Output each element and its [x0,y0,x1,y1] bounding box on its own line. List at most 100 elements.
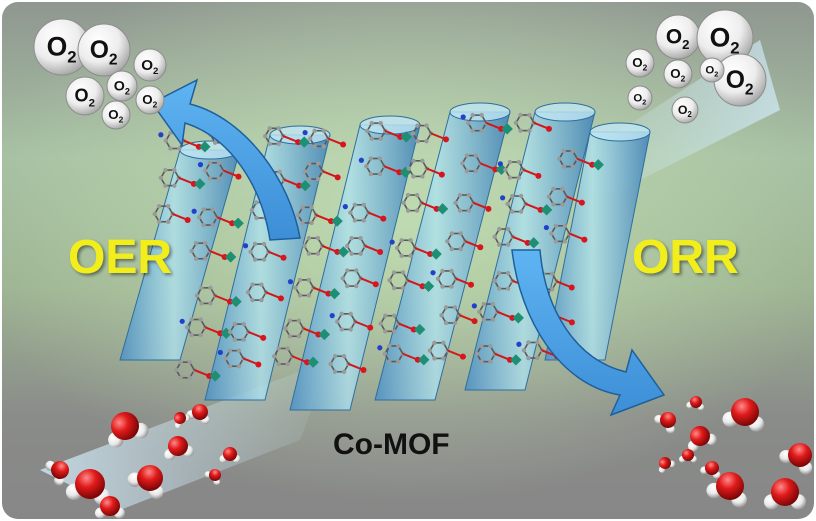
oxygen-atom [524,239,531,246]
carbon-atom [248,249,253,254]
co-mof-label: Co-MOF [333,428,450,461]
carbon-atom [208,285,213,291]
o2-bubble: O2 [713,53,767,107]
linker-unit [365,120,412,143]
carbon-atom [441,356,446,361]
carbon-atom [207,176,213,181]
carbon-atom [315,161,321,166]
water-molecule [679,449,697,463]
nitrogen-atom [329,313,335,319]
oxygen-atom [184,216,191,223]
oxygen-atom [492,166,499,173]
carbon-atom [312,128,317,133]
carbon-atom [432,356,437,361]
carbon-atom [452,305,458,310]
o2-bubble: O2 [77,23,131,77]
carbon-atom [365,128,370,134]
oxygen-atom [589,161,596,168]
carbon-atom [267,126,272,131]
carbon-atom [306,277,312,283]
oxygen-atom [174,412,186,424]
water-molecule [706,472,747,508]
carbon-atom [443,320,449,326]
o2-subscript: 2 [681,74,686,84]
linker-unit [328,353,367,374]
carbon-atom [377,171,383,177]
linker-unit [302,161,341,182]
carbon-atom [302,243,307,249]
carbon-atom [561,148,566,154]
carbon-atom [216,160,222,166]
water-molecule [687,426,717,452]
carbon-atom [354,268,359,273]
carbon-atom [189,332,194,338]
carbon-atom [187,359,192,365]
linker-unit [174,359,221,382]
carbon-atom [518,128,523,133]
carbon-atom [518,112,523,118]
carbon-atom [505,270,511,276]
carbon-atom [172,183,177,188]
carbon-atom [341,369,347,374]
carbon-atom [198,332,203,338]
carbon-atom [387,278,392,283]
oxygen-atom [51,461,69,479]
water-molecule [108,412,149,448]
cobalt-node [422,280,435,292]
carbon-atom [466,120,471,126]
carbon-atom [309,205,314,210]
linker-unit [245,282,284,303]
linker-unit [474,343,522,366]
carbon-atom [168,130,173,136]
carbon-atom [349,251,354,256]
carbon-atom [387,359,392,364]
oxygen-atom [190,180,197,187]
oxygen-atom [255,361,262,368]
carbon-atom [306,161,312,166]
carbon-atom [245,290,251,295]
oxygen-atom [535,172,542,179]
carbon-atom [415,138,420,144]
oxygen-atom [568,284,575,291]
water-molecule [654,412,676,434]
oxygen-atom [334,174,341,181]
carbon-atom [276,126,281,131]
carbon-atom [315,176,321,182]
carbon-atom [551,186,556,192]
o2-subscript: 2 [714,70,718,79]
water-molecule [127,465,164,500]
carbon-atom [505,286,511,291]
carbon-atom [383,313,388,318]
oxygen-atom [334,248,341,255]
o2-bubble: O2 [101,100,131,130]
cobalt-node [225,251,237,263]
carbon-atom [163,138,169,143]
carbon-atom [328,361,333,367]
oxygen-atom [397,133,404,140]
carbon-atom [227,348,233,353]
carbon-atom [348,327,353,332]
linker-unit [263,126,310,148]
carbon-atom [232,337,237,342]
oxygen-atom [433,205,440,212]
carbon-atom [352,202,358,208]
cobalt-node [328,288,341,300]
carbon-atom [406,166,412,171]
carbon-atom [315,235,321,241]
carbon-atom [492,234,497,240]
carbon-atom [400,270,406,275]
o2-bubble: O2 [655,14,701,60]
carbon-atom [321,128,326,133]
water-molecule [764,478,806,510]
linker-unit [329,311,374,332]
carbon-atom [369,136,374,141]
carbon-atom [405,192,411,198]
carbon-atom [267,141,272,147]
linker-unit [389,238,442,260]
carbon-atom [516,159,522,165]
carbon-atom [560,186,565,192]
carbon-atom [295,212,301,218]
bubble-sphere [106,70,138,102]
oxygen-atom [206,372,213,379]
